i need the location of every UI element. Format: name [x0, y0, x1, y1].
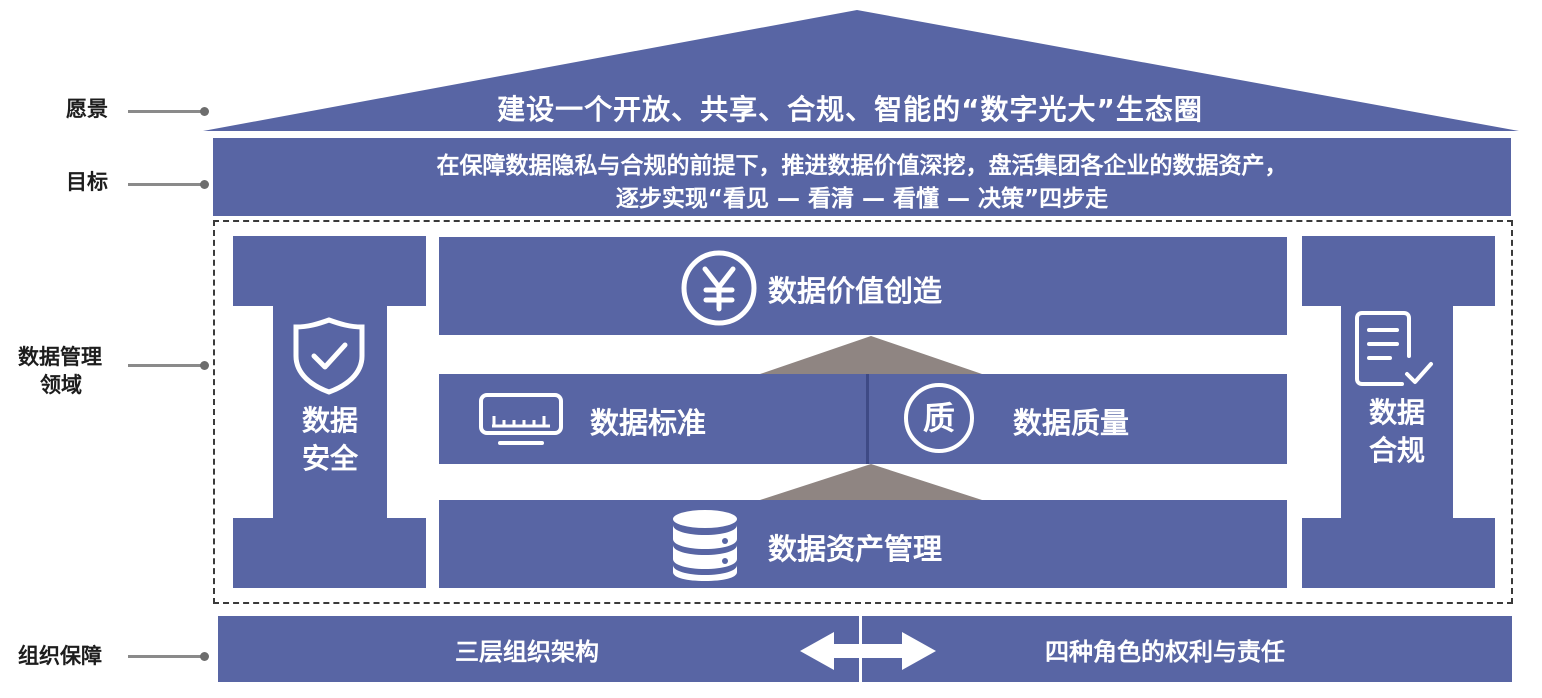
- label-domain-2: 领域: [40, 373, 82, 397]
- quality-label: 数据质量: [1013, 406, 1130, 440]
- quality-icon-glyph: 质: [922, 399, 955, 437]
- document-check-icon: [1355, 311, 1433, 386]
- yen-circle-icon: [681, 250, 757, 326]
- leader-line: [128, 110, 204, 113]
- goal-line-1: 在保障数据隐私与合规的前提下，推进数据价值深挖，盘活集团各企业的数据资产，: [436, 153, 1288, 179]
- leader-line: [128, 364, 204, 367]
- standard-label: 数据标准: [590, 406, 707, 440]
- goal-line-2: 逐步实现“看见 — 看清 — 看懂 — 决策”四步走: [615, 186, 1109, 212]
- domain-box: [213, 220, 1513, 604]
- goal-band: 在保障数据隐私与合规的前提下，推进数据价值深挖，盘活集团各企业的数据资产， 逐步…: [213, 138, 1511, 216]
- quality-circle-icon: 质: [904, 383, 974, 453]
- label-goal: 目标: [66, 170, 108, 194]
- left-pillar-line-2: 安全: [301, 442, 358, 475]
- right-pillar-line-1: 数据: [1368, 396, 1425, 429]
- label-org: 组织保障: [18, 644, 102, 668]
- org-left-label: 三层组织架构: [455, 638, 599, 666]
- connector-triangle: [760, 336, 982, 374]
- value-creation-label: 数据价值创造: [768, 274, 943, 308]
- database-icon: [673, 510, 737, 581]
- leader-line: [128, 655, 204, 658]
- double-arrow-icon: [800, 632, 936, 670]
- asset-management-bar: [439, 500, 1287, 588]
- shield-check-icon: [293, 317, 365, 395]
- leader-line: [128, 183, 204, 186]
- ruler-monitor-icon: [479, 393, 563, 445]
- standard-quality-bar: [439, 374, 1287, 464]
- right-pillar-line-2: 合规: [1368, 434, 1425, 467]
- connector-triangle: [760, 464, 982, 500]
- org-right-band: [862, 616, 1512, 682]
- org-left-band: [218, 616, 859, 682]
- leader-dot: [200, 180, 209, 189]
- value-creation-bar: [439, 237, 1287, 335]
- org-right-label: 四种角色的权利与责任: [1045, 638, 1285, 666]
- leader-dot: [200, 652, 209, 661]
- vision-text: 建设一个开放、共享、合规、智能的“数字光大”生态圈: [497, 93, 1203, 126]
- leader-dot: [200, 361, 209, 370]
- label-domain-1: 数据管理: [18, 345, 102, 369]
- bar-divider: [866, 374, 869, 464]
- label-vision: 愿景: [66, 97, 108, 121]
- roof-triangle: [203, 10, 1519, 131]
- leader-dot: [200, 107, 209, 116]
- asset-management-label: 数据资产管理: [768, 532, 943, 566]
- left-pillar-line-1: 数据: [301, 404, 358, 437]
